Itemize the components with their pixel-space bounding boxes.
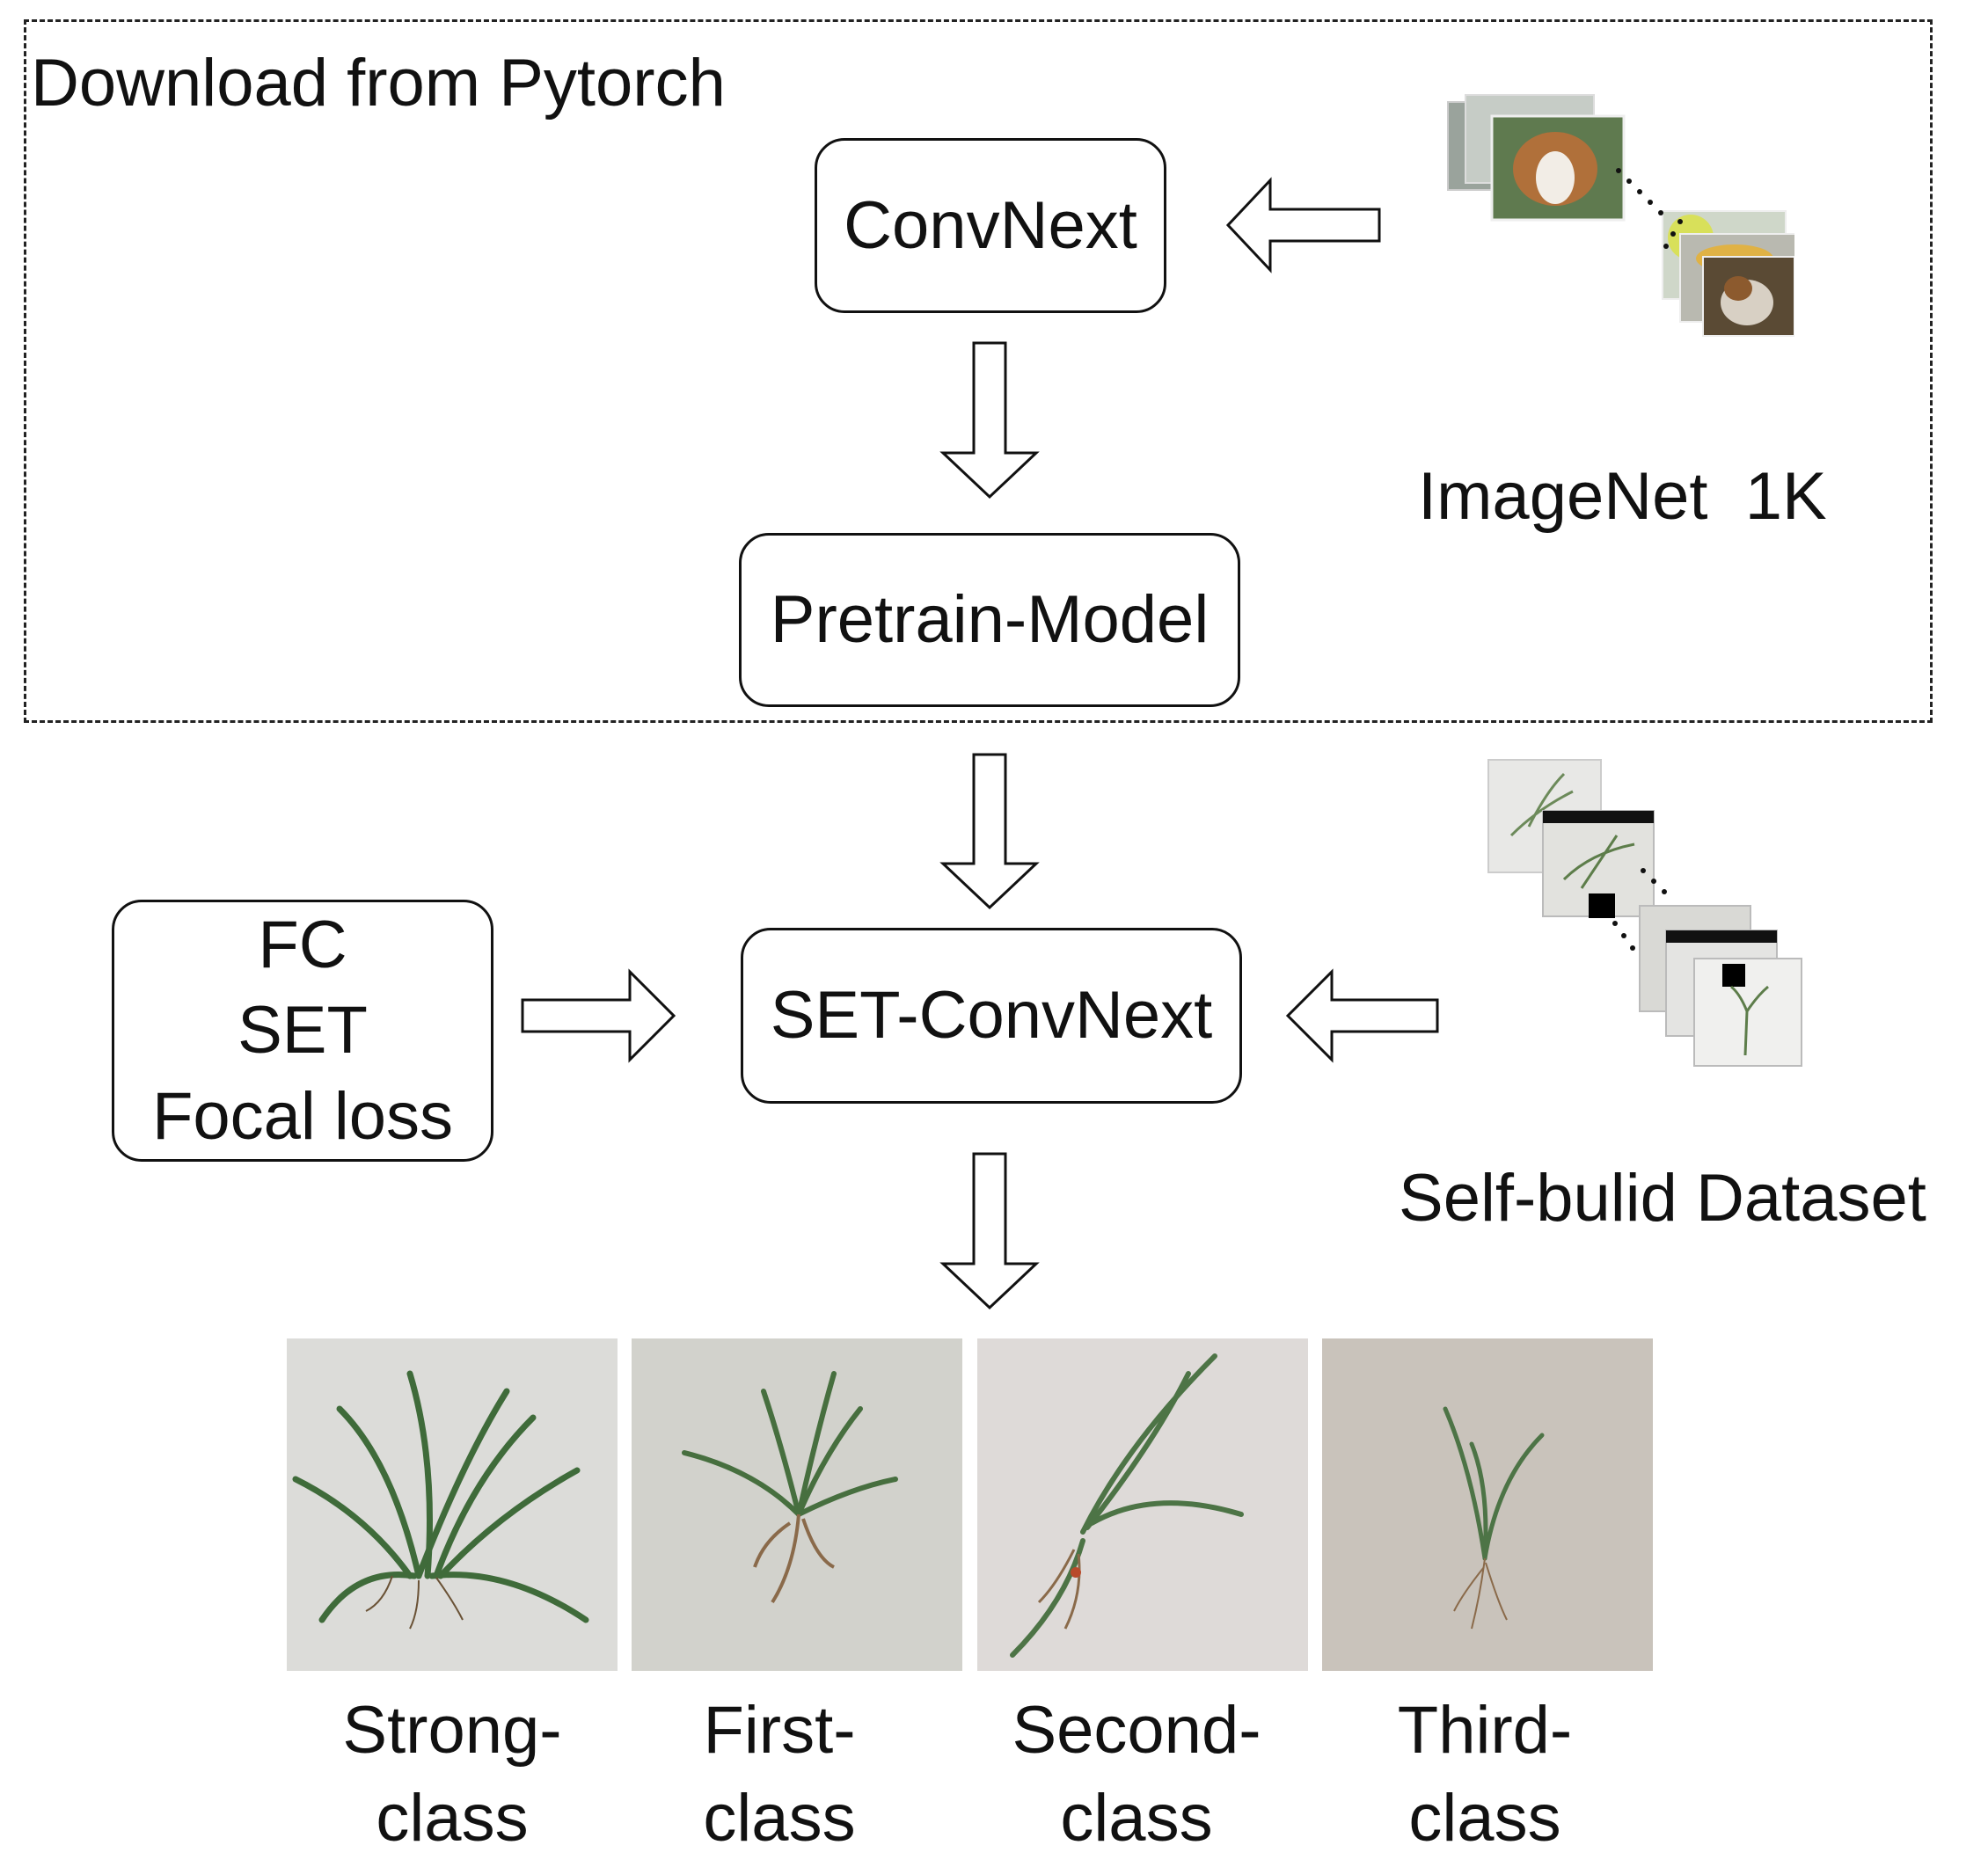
pretrain-model-label: Pretrain-Model [770, 582, 1210, 657]
first-class-line2: class [703, 1781, 856, 1856]
set-convnext-label: SET-ConvNext [770, 978, 1213, 1053]
module-fc: FC [258, 908, 347, 983]
self-built-dataset-label: Self-bulid Dataset [1399, 1161, 1926, 1236]
strong-class-caption: Strong- class [267, 1687, 637, 1863]
arrow-dataset-to-set-convnext [1285, 968, 1439, 1063]
strong-class-line1: Strong- [342, 1693, 562, 1768]
strong-class-photo [287, 1338, 618, 1671]
arrow-convnext-to-pretrain [939, 341, 1040, 500]
third-class-line2: class [1408, 1781, 1561, 1856]
third-class-line1: Third- [1397, 1693, 1573, 1768]
first-class-caption: First- class [595, 1687, 964, 1863]
module-focal-loss: Focal loss [151, 1078, 454, 1154]
second-class-line1: Second- [1012, 1693, 1261, 1768]
first-class-line1: First- [703, 1693, 856, 1768]
pretrained-region [24, 19, 1933, 723]
second-class-line2: class [1060, 1781, 1213, 1856]
arrow-set-convnext-to-classes [939, 1152, 1040, 1310]
pretrain-model-node: Pretrain-Model [739, 533, 1240, 707]
arrow-imagenet-to-convnext [1225, 177, 1381, 273]
second-class-photo [977, 1338, 1308, 1671]
convnext-node: ConvNext [815, 138, 1166, 313]
imagenet-label: ImageNet 1K [1418, 459, 1827, 534]
modules-node: FC SET Focal loss [112, 900, 493, 1162]
imagenet-image-stack [1443, 72, 1794, 380]
set-convnext-node: SET-ConvNext [741, 928, 1242, 1104]
pretrained-region-label: Download from Pytorch [31, 46, 726, 120]
arrow-pretrain-to-set-convnext [939, 753, 1040, 910]
third-class-photo [1322, 1338, 1653, 1671]
self-built-image-stack [1485, 756, 1810, 1073]
strong-class-line2: class [376, 1781, 529, 1856]
convnext-label: ConvNext [844, 187, 1137, 263]
arrow-modules-to-set-convnext [521, 968, 676, 1063]
second-class-caption: Second- class [952, 1687, 1321, 1863]
first-class-photo [632, 1338, 962, 1671]
module-set: SET [238, 993, 368, 1068]
third-class-caption: Third- class [1300, 1687, 1670, 1863]
